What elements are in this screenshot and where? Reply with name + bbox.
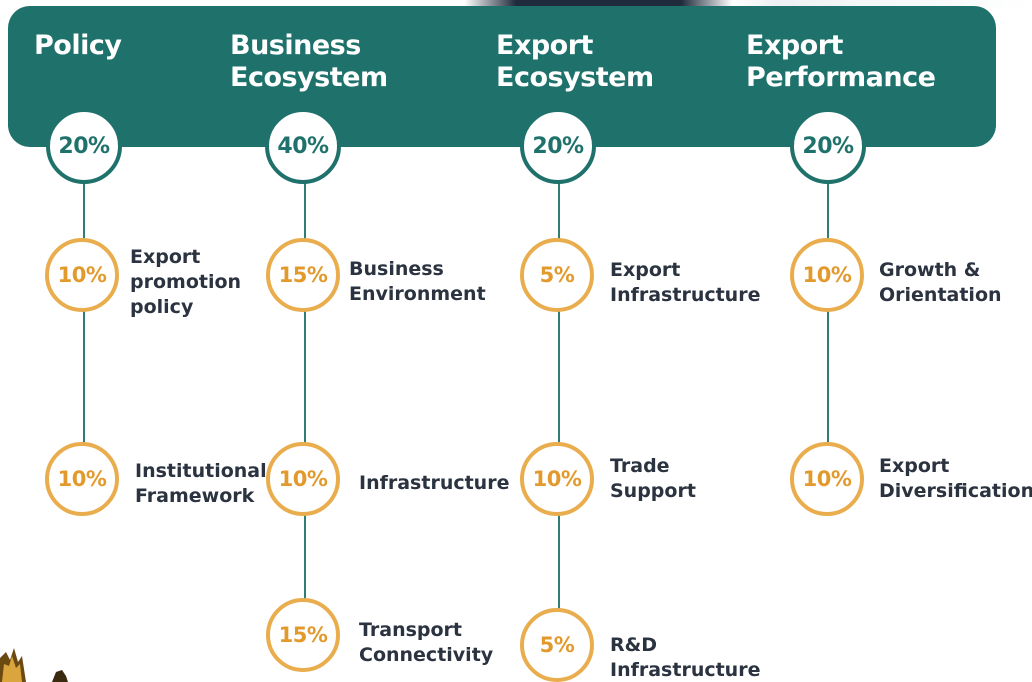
item-label: Infrastructure	[359, 472, 510, 494]
item-weight-badge: 15%	[266, 238, 340, 312]
item-label: Institutional Framework	[135, 460, 267, 507]
connector-line	[83, 180, 85, 480]
pillar-weight-badge: 20%	[790, 108, 866, 184]
connector-line	[827, 180, 829, 480]
top-image-strip	[0, 0, 1032, 8]
pillar-weight-badge: 40%	[265, 108, 341, 184]
item-weight-badge: 5%	[520, 608, 594, 682]
item-label: Business Environment	[349, 258, 486, 305]
pillar-title: Export Ecosystem	[496, 30, 654, 93]
connector-line	[558, 180, 560, 650]
item-weight-badge: 10%	[790, 238, 864, 312]
pillar-weight-badge: 20%	[520, 108, 596, 184]
pillar-title: Policy	[34, 30, 122, 61]
pillar-title: Business Ecosystem	[230, 30, 388, 93]
item-weight-badge: 10%	[266, 442, 340, 516]
item-weight-badge: 15%	[266, 598, 340, 672]
connector-line	[304, 180, 306, 638]
corner-image-fragment	[0, 648, 68, 682]
item-label: Transport Connectivity	[359, 619, 494, 666]
item-weight-badge: 10%	[45, 238, 119, 312]
item-weight-badge: 5%	[520, 238, 594, 312]
item-weight-badge: 10%	[790, 442, 864, 516]
item-weight-badge: 10%	[520, 442, 594, 516]
pillar-weight-badge: 20%	[46, 108, 122, 184]
item-label: R&D Infrastructure	[610, 634, 761, 681]
item-label: Growth & Orientation	[879, 259, 1002, 306]
item-weight-badge: 10%	[45, 442, 119, 516]
item-label: Export Diversification	[879, 455, 1032, 502]
pillar-title: Export Performance	[746, 30, 936, 93]
item-label: Export Infrastructure	[610, 259, 761, 306]
item-label: Export promotion policy	[130, 246, 242, 318]
item-label: Trade Support	[610, 455, 696, 502]
